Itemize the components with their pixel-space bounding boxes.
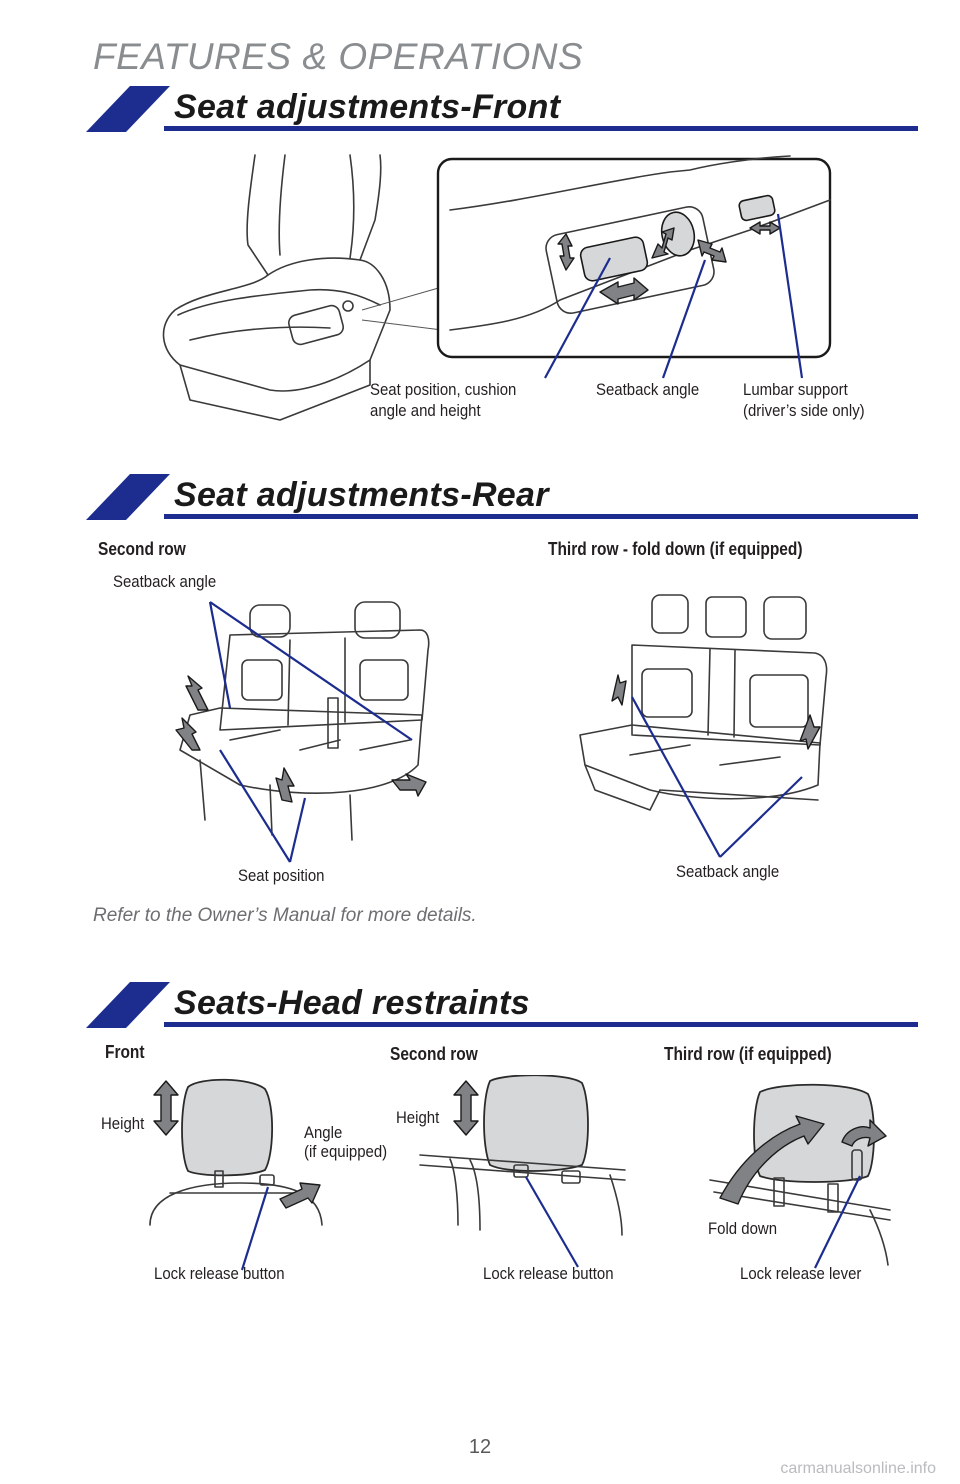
section-title-rear: Seat adjustments-Rear xyxy=(174,476,549,514)
section-banner-shape xyxy=(86,982,918,1028)
heading-second-row: Second row xyxy=(98,539,186,559)
heading-third-row-fold: Third row - fold down (if equipped) xyxy=(548,539,803,559)
label-third-lock-release: Lock release lever xyxy=(740,1264,862,1283)
label-lumbar-line1: Lumbar support xyxy=(743,380,848,399)
angle-arrow-icon xyxy=(279,1182,321,1209)
height-arrow-icon xyxy=(153,1080,179,1136)
leader-2nd-seatback-left xyxy=(208,601,232,709)
switch-callout xyxy=(436,155,832,359)
section-header-head-restraints: Seats-Head restraints xyxy=(86,982,918,1030)
label-front-angle-line1: Angle xyxy=(304,1123,343,1142)
heading-head-front: Front xyxy=(105,1042,145,1062)
section-header-front: Seat adjustments-Front xyxy=(86,86,918,134)
leader-3rd-seatback-left xyxy=(631,696,721,858)
third-row-seat-drawing xyxy=(579,594,828,811)
section-header-rear: Seat adjustments-Rear xyxy=(86,474,918,522)
front-seat-drawing xyxy=(162,154,391,421)
front-seat-illustration xyxy=(162,154,832,421)
label-second-row-seatback-angle: Seatback angle xyxy=(113,572,217,591)
leader-2nd-seatback-right xyxy=(209,601,413,741)
section-title-front: Seat adjustments-Front xyxy=(174,88,561,126)
label-seat-position-line1: Seat position, cushion xyxy=(370,380,517,399)
page-header: FEATURES & OPERATIONS xyxy=(93,36,584,77)
label-lumbar-line2: (driver’s side only) xyxy=(743,401,865,420)
second-head-restraint-illustration xyxy=(419,1075,626,1268)
label-third-row-seatback-angle: Seatback angle xyxy=(676,862,780,881)
owners-manual-note: Refer to the Owner’s Manual for more det… xyxy=(93,905,477,926)
label-second-row-seat-position: Seat position xyxy=(238,866,325,885)
third-row-seat-illustration xyxy=(579,594,828,858)
page-number: 12 xyxy=(468,1436,492,1458)
label-front-seatback-angle: Seatback angle xyxy=(596,380,700,399)
second-row-headrest xyxy=(483,1075,589,1172)
section-banner-shape xyxy=(86,86,918,132)
label-front-angle-line2: (if equipped) xyxy=(304,1142,388,1161)
label-third-fold-down: Fold down xyxy=(708,1219,778,1238)
height-arrow-icon xyxy=(453,1080,479,1136)
leader-2nd-seat-position-right xyxy=(288,797,307,863)
watermark: carmanualsonline.info xyxy=(780,1460,936,1477)
label-front-height: Height xyxy=(101,1114,145,1133)
heading-head-second-row: Second row xyxy=(390,1044,478,1064)
fold-down-arrow-icon xyxy=(719,1115,825,1205)
label-second-height: Height xyxy=(396,1108,440,1127)
leader-lumbar xyxy=(776,213,804,379)
leader-3rd-seatback-right xyxy=(719,776,803,858)
front-head-restraint-illustration xyxy=(149,1078,323,1271)
label-front-lock-release: Lock release button xyxy=(154,1264,285,1283)
leader-2nd-seat-position-left xyxy=(219,749,291,863)
leader-seat-position xyxy=(544,257,611,379)
heading-head-third-row: Third row (if equipped) xyxy=(664,1044,832,1064)
leader-seatback-angle xyxy=(661,259,707,379)
second-row-seat-drawing xyxy=(179,601,430,841)
label-seat-position-line2: angle and height xyxy=(370,401,481,420)
front-headrest xyxy=(181,1078,274,1177)
second-row-seat-illustration xyxy=(175,601,430,863)
third-head-restraint-illustration xyxy=(709,1083,891,1269)
section-title-head-restraints: Seats-Head restraints xyxy=(174,984,530,1022)
section-banner-shape xyxy=(86,474,918,520)
label-second-lock-release: Lock release button xyxy=(483,1264,614,1283)
